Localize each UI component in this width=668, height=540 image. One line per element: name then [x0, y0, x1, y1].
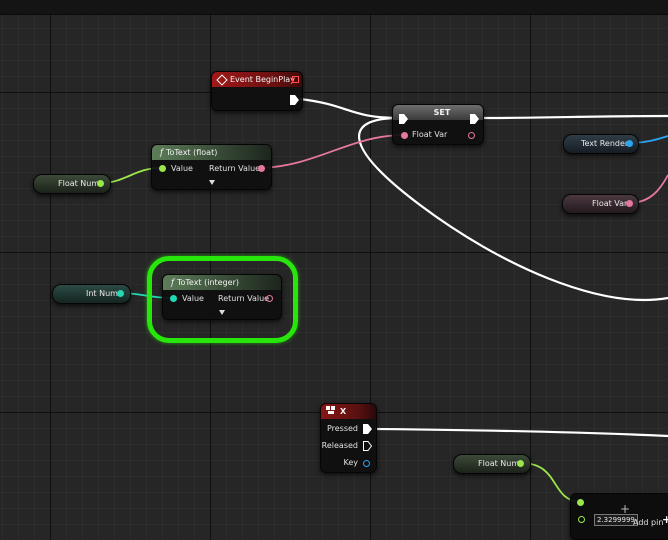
cursor-icon: + [620, 502, 631, 516]
set-float-var-out-pin-icon[interactable] [468, 132, 475, 139]
function-icon: f [160, 148, 163, 157]
set-node-header: SET [393, 105, 483, 120]
float-num-variable-node-2[interactable]: Float Num [453, 454, 531, 474]
set-exec-in-pin-icon[interactable] [399, 114, 408, 124]
totext-integer-return-label: Return Value [218, 294, 270, 303]
float-var-out-pin-icon[interactable] [626, 200, 633, 207]
x-key-header: X [321, 404, 376, 419]
exec-wire-pressed [374, 427, 668, 438]
exec-wire-set-out [481, 114, 668, 120]
text-render-out-pin-icon[interactable] [626, 140, 633, 147]
set-float-var-in-pin-icon[interactable] [401, 132, 408, 139]
float-num-out-pin-icon-2[interactable] [517, 460, 524, 467]
totext-integer-value-pin-icon[interactable] [170, 295, 177, 302]
totext-integer-return-pin-icon[interactable] [266, 295, 273, 302]
float-num-out-pin-icon[interactable] [97, 180, 104, 187]
totext-float-value-label: Value [171, 164, 193, 173]
expand-arrow-icon[interactable] [209, 180, 215, 185]
int-num-out-pin-icon[interactable] [117, 290, 124, 297]
event-beginplay-node[interactable]: Event BeginPlay [211, 71, 303, 111]
pressed-label: Pressed [326, 424, 358, 433]
delegate-square-icon[interactable] [292, 76, 299, 83]
x-key-event-node[interactable]: X Pressed Released Key [320, 403, 377, 473]
x-key-title: X [340, 407, 347, 416]
exec-out-pin-icon[interactable] [290, 95, 299, 105]
totext-float-value-pin-icon[interactable] [159, 165, 166, 172]
expand-arrow-icon[interactable] [219, 310, 225, 315]
exec-wire-long [358, 116, 668, 302]
add-pin-label[interactable]: Add pin [633, 518, 664, 527]
float-num-variable-node[interactable]: Float Num [33, 174, 111, 194]
float-var-variable-node[interactable]: Float Var [562, 194, 639, 214]
released-label: Released [321, 441, 358, 450]
set-exec-out-pin-icon[interactable] [470, 114, 479, 124]
set-float-var-label: Float Var [412, 130, 448, 139]
int-num-variable-node[interactable]: Int Num [52, 284, 131, 304]
add-input-b-pin-icon[interactable] [578, 516, 585, 523]
pressed-exec-pin-icon[interactable] [363, 424, 372, 434]
totext-integer-value-label: Value [182, 294, 204, 303]
float-var-label: Float Var [592, 199, 628, 208]
add-input-a-pin-icon[interactable] [577, 499, 584, 506]
totext-float-return-pin-icon[interactable] [258, 165, 265, 172]
keyboard-icon [326, 406, 335, 414]
float-num-label: Float Num [58, 179, 100, 188]
text-render-label: Text Render [581, 139, 629, 148]
key-pin-icon[interactable] [363, 460, 370, 467]
text-wire-1 [261, 134, 406, 169]
totext-integer-title: ToText (integer) [176, 278, 239, 287]
add-value-field[interactable]: 2.3299999 [594, 514, 638, 526]
text-render-variable-node[interactable]: Text Render [563, 134, 639, 154]
set-node[interactable]: SET Float Var [392, 104, 484, 145]
add-pin-plus-icon[interactable]: + [662, 513, 668, 526]
totext-float-title: ToText (float) [165, 148, 218, 157]
function-icon: f [171, 278, 174, 287]
top-toolbar [0, 0, 668, 15]
set-node-title: SET [433, 108, 451, 117]
totext-float-return-label: Return Value [209, 164, 261, 173]
event-beginplay-title: Event BeginPlay [230, 75, 295, 84]
key-label: Key [343, 458, 358, 467]
exec-wire-beginplay-set [299, 97, 400, 120]
int-num-label: Int Num [86, 289, 118, 298]
selection-highlight-ring [147, 256, 298, 343]
float-num-label-2: Float Num [478, 459, 520, 468]
released-exec-pin-icon[interactable] [363, 441, 372, 451]
event-beginplay-header: Event BeginPlay [212, 72, 302, 87]
add-node[interactable]: + 2.3299999 Add pin + [570, 493, 668, 540]
